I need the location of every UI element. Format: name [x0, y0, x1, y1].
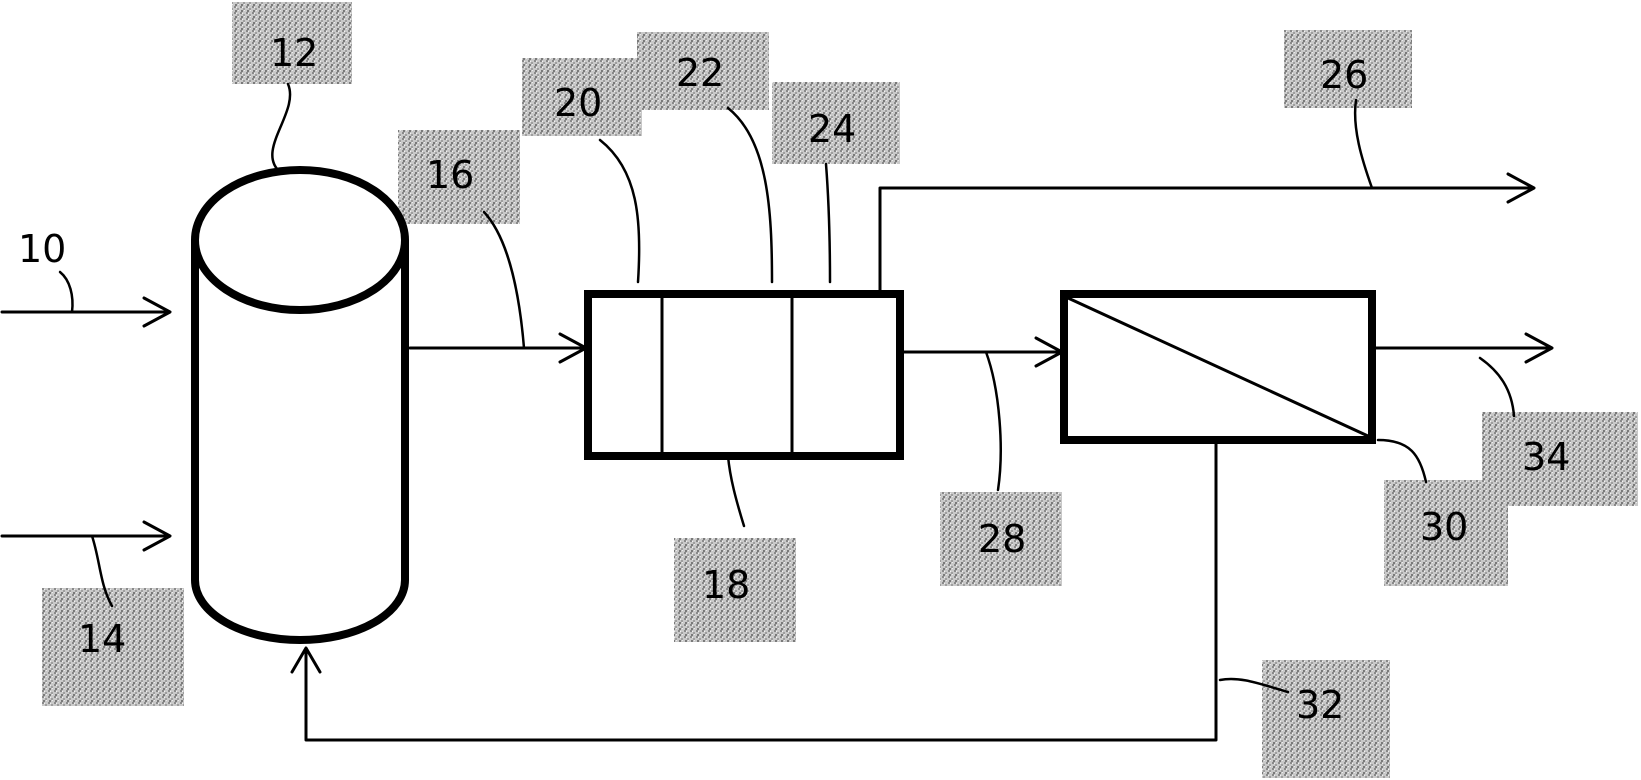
patch-28: [940, 492, 1062, 586]
leader-22: [726, 106, 774, 284]
stream-14-arrowhead: [142, 520, 172, 552]
label-20: 20: [554, 81, 602, 125]
patch-14: [42, 588, 184, 706]
leader-16: [482, 210, 526, 350]
leader-34: [1478, 356, 1516, 418]
label-32: 32: [1296, 683, 1344, 727]
patch-32: [1262, 660, 1390, 778]
label-12: 12: [270, 31, 318, 75]
patch-22: [637, 32, 769, 110]
vessel: [191, 166, 409, 644]
membrane-diagonal: [1066, 296, 1370, 438]
label-14: 14: [78, 617, 126, 661]
label-26: 26: [1320, 53, 1368, 97]
stream-34-arrowhead: [1524, 332, 1554, 364]
label-28: 28: [978, 517, 1026, 561]
stream-28-arrowhead: [1034, 336, 1064, 368]
stream-10-arrowhead: [142, 296, 172, 328]
patch-20: [522, 58, 642, 136]
patch-26: [1284, 30, 1412, 108]
leader-28: [984, 350, 1002, 492]
stream-26-arrowhead: [1506, 172, 1536, 204]
leader-lines: [58, 82, 1516, 694]
label-16: 16: [426, 153, 474, 197]
stream-16-arrowhead: [558, 332, 588, 364]
patch-12: [232, 2, 352, 84]
separator-box: [584, 290, 904, 460]
patch-16: [398, 130, 520, 224]
reference-numerals: 10 12 14 16 18 20 22 24 26 28 30 32 34: [18, 31, 1570, 727]
leader-14: [90, 534, 114, 608]
label-34: 34: [1522, 435, 1570, 479]
separator-unit: [584, 290, 904, 460]
leader-18: [726, 454, 746, 528]
label-22: 22: [676, 51, 724, 95]
stream-26-line: [878, 186, 1534, 294]
patch-24: [772, 82, 900, 164]
leader-24: [824, 162, 832, 284]
leader-30: [1376, 438, 1428, 484]
patch-18: [674, 538, 796, 642]
membrane-unit: [1060, 290, 1376, 444]
label-18: 18: [702, 563, 750, 607]
vessel-top: [191, 166, 409, 314]
membrane-box: [1060, 290, 1376, 444]
patch-30: [1384, 480, 1508, 586]
leader-20: [598, 138, 641, 284]
label-24: 24: [808, 107, 856, 151]
vessel-body: [191, 240, 409, 644]
label-10: 10: [18, 227, 66, 271]
leader-32: [1218, 677, 1290, 694]
stream-32-line: [304, 440, 1218, 742]
flow-lines: [0, 172, 1554, 742]
leader-10: [58, 270, 74, 314]
leader-12: [271, 82, 292, 174]
label-30: 30: [1420, 505, 1468, 549]
leader-26: [1353, 98, 1374, 190]
stream-32-arrowhead: [290, 646, 322, 674]
label-patches: [42, 2, 1638, 778]
